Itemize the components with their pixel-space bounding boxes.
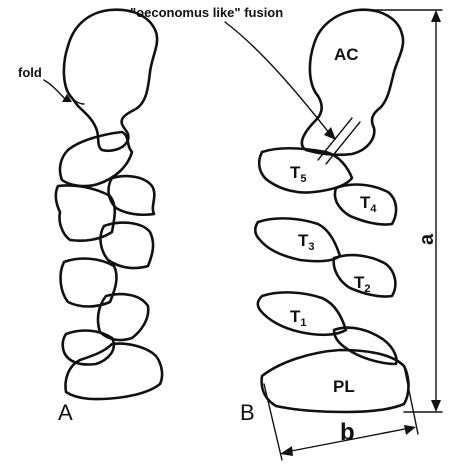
- specimen-a: fold A: [18, 8, 164, 425]
- head-segment-a: [62, 8, 159, 152]
- t4-label: T4: [360, 193, 377, 215]
- fusion-label: "oeconomus like" fusion: [130, 5, 283, 20]
- t3-label: T3: [298, 231, 315, 253]
- panel-label-b: B: [240, 400, 255, 425]
- segment-a-1: [58, 130, 134, 188]
- segment-a-3: [54, 184, 117, 243]
- tail-segment-a: [64, 342, 164, 401]
- segment-a-2: [107, 174, 156, 217]
- t2-label: T2: [354, 273, 371, 295]
- panel-label-a: A: [58, 400, 73, 425]
- dim-a-arrow-bottom: [431, 400, 441, 412]
- segment-a-7: [61, 329, 116, 366]
- t5-label: T5: [290, 163, 307, 185]
- fusion-arrow-line: [224, 21, 331, 135]
- fold-notch: [71, 97, 85, 105]
- fusion-line-2: [325, 121, 361, 165]
- segment-a-5: [59, 257, 118, 308]
- fold-arrowhead: [62, 94, 72, 102]
- segment-a-6: [96, 292, 150, 342]
- dim-b-left-ext: [263, 383, 283, 461]
- t1-label: T1: [290, 307, 307, 329]
- dim-b-arrow-left: [280, 446, 293, 456]
- fold-label: fold: [18, 65, 42, 80]
- ac-label: AC: [334, 45, 359, 64]
- t0-segment: [332, 326, 398, 366]
- pleotelson-outline: [260, 348, 410, 414]
- dim-b-right-ext: [403, 365, 419, 435]
- t2-segment: [332, 253, 397, 298]
- dim-b-line: [285, 427, 411, 453]
- t3-segment: [253, 217, 342, 263]
- fold-arrow-line: [43, 79, 67, 101]
- anal-cone-outline: [300, 8, 405, 157]
- fusion-arrowhead: [324, 127, 336, 140]
- t1-segment: [256, 291, 348, 337]
- specimen-b: "oeconomus like" fusion AC T5 T4 T3 T2 T…: [130, 5, 443, 461]
- pl-label: PL: [333, 377, 355, 396]
- segment-a-4: [99, 221, 155, 270]
- dim-a-arrow-top: [431, 10, 441, 22]
- dim-b-arrow-right: [404, 425, 416, 435]
- dim-a-label: a: [416, 233, 438, 245]
- t4-segment: [333, 183, 398, 226]
- dim-b-label: b: [340, 419, 355, 446]
